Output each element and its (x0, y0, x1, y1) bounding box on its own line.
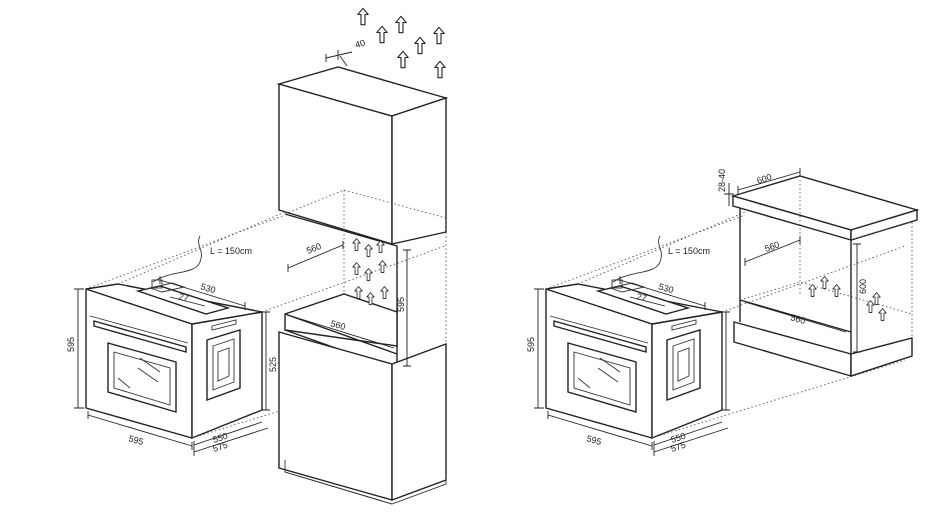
oven-depth-top-label-right: 530 (657, 281, 674, 295)
tall-niche-width-lower-label: 560 (329, 318, 346, 332)
up-arrow-icon (872, 292, 881, 305)
base-depth-label: 600 (756, 172, 773, 186)
vent-arrows-base (808, 276, 887, 321)
oven-body-height-label-left: 525 (268, 357, 278, 372)
up-arrow-icon (866, 300, 875, 313)
cable-length-label-right: L = 150cm (668, 246, 710, 256)
base-cabinet (724, 168, 920, 377)
right-oven (533, 211, 906, 457)
up-arrow-icon (380, 286, 389, 299)
up-arrow-icon (832, 284, 841, 297)
up-arrow-icon (820, 276, 829, 289)
up-arrow-icon (352, 262, 361, 275)
oven-height-label-right: 595 (526, 337, 536, 352)
up-arrow-icon (364, 268, 373, 281)
up-arrow-icon (395, 15, 407, 34)
up-arrow-icon (376, 25, 388, 44)
tall-niche-height-label: 595 (396, 297, 406, 312)
base-niche-height-label: 600 (858, 279, 868, 294)
vent-arrows-niche (352, 238, 389, 305)
oven-height-label-left: 595 (66, 337, 76, 352)
up-arrow-icon (434, 60, 446, 79)
oven-depth-body-label-left: 550 (212, 431, 229, 445)
base-niche-width-lower-label: 560 (789, 312, 806, 326)
up-arrow-icon (357, 7, 369, 26)
oven-control-offset-label-left: 27 (177, 291, 189, 303)
up-arrow-icon (397, 50, 409, 69)
up-arrow-icon (378, 260, 387, 273)
base-top-gap-label: 28-40 (717, 169, 727, 192)
vent-arrows-top (357, 7, 446, 79)
up-arrow-icon (364, 244, 373, 257)
tall-top-gap-label: 40 (354, 38, 366, 50)
oven-depth-top-label-left: 530 (199, 281, 216, 295)
oven-width-label-left: 595 (127, 433, 144, 447)
up-arrow-icon (878, 308, 887, 321)
oven-depth-total-label-right: 575 (670, 440, 687, 454)
oven-depth-body-label-right: 550 (670, 431, 687, 445)
up-arrow-icon (808, 284, 817, 297)
up-arrow-icon (352, 238, 361, 251)
tall-niche-width-upper-label: 560 (305, 241, 323, 256)
up-arrow-icon (433, 26, 445, 45)
cable-length-label-left: L = 150cm (210, 246, 252, 256)
up-arrow-icon (354, 286, 363, 299)
oven-depth-total-label-left: 575 (212, 440, 229, 454)
oven-control-offset-label-right: 27 (635, 291, 647, 303)
base-niche-width-upper-label: 560 (763, 239, 781, 254)
oven-width-label-right: 595 (585, 433, 602, 447)
tall-cabinet (276, 50, 449, 505)
up-arrow-icon (414, 36, 426, 55)
